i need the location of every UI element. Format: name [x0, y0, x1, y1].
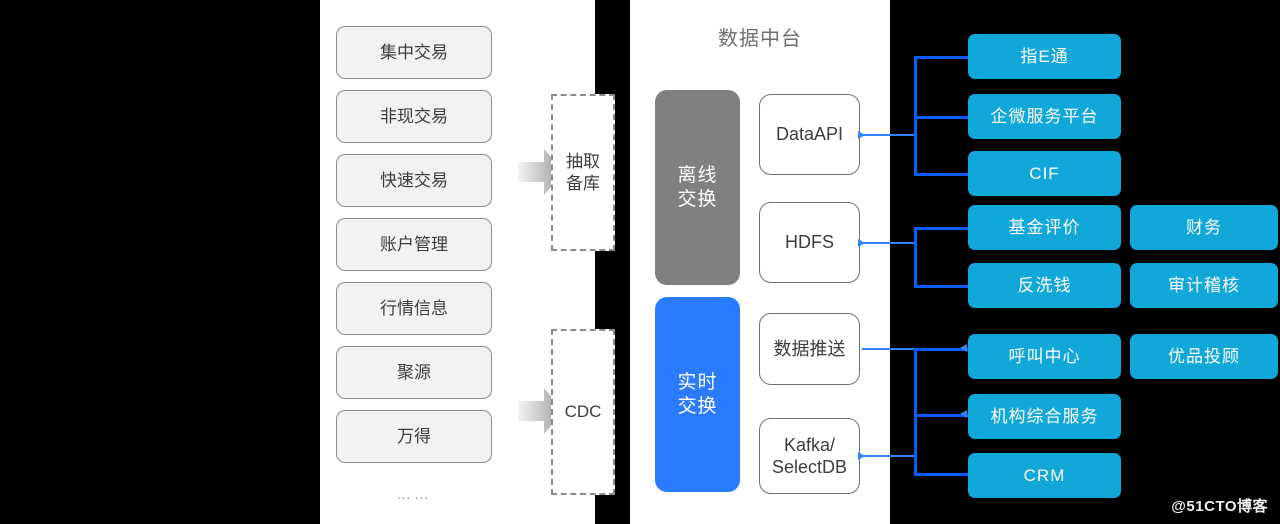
- app-box-finance[interactable]: 财务: [1130, 205, 1278, 250]
- source-box-1[interactable]: 集中交易: [336, 26, 492, 79]
- connector-feed-kafka: [862, 455, 915, 457]
- app-box-call-center[interactable]: 呼叫中心: [968, 334, 1121, 379]
- app-box-qiwei-service-platform[interactable]: 企微服务平台: [968, 94, 1121, 139]
- connector-feed-data-api: [862, 134, 915, 136]
- connector-branch-aml: [914, 285, 970, 288]
- app-box-cif[interactable]: CIF: [968, 151, 1121, 196]
- component-box-kafka-selectdb[interactable]: Kafka/ SelectDB: [759, 418, 860, 494]
- connector-branch-cif: [914, 173, 970, 176]
- connector-branch-crm: [914, 473, 970, 476]
- connector-arrow-data-api-icon: [858, 131, 865, 139]
- app-label: 审计稽核: [1168, 275, 1240, 295]
- app-box-zhietong[interactable]: 指E通: [968, 34, 1121, 79]
- connector-branch-zhietong: [914, 56, 970, 59]
- connector-bus-hdfs: [914, 227, 917, 287]
- component-label-line1: 数据推送: [773, 338, 846, 359]
- component-box-data-push[interactable]: 数据推送: [759, 313, 860, 385]
- connector-bus-realtime: [914, 348, 917, 476]
- pillar-label-line2: 交换: [677, 395, 718, 417]
- watermark: @51CTO博客: [1171, 498, 1268, 515]
- component-box-data-api[interactable]: DataAPI: [759, 94, 860, 175]
- pillar-label-line2: 交换: [677, 188, 718, 210]
- pillar-realtime-exchange[interactable]: 实时 交换: [655, 297, 740, 492]
- source-label: 行情信息: [380, 298, 448, 318]
- source-box-6[interactable]: 聚源: [336, 346, 492, 399]
- connector-branch-qiwei: [914, 116, 970, 119]
- app-label: 机构综合服务: [990, 406, 1099, 426]
- connector-branch-callcenter: [914, 348, 970, 351]
- component-label-line1: HDFS: [785, 232, 834, 253]
- app-label: 指E通: [1020, 46, 1069, 66]
- source-label: 非现交易: [380, 106, 448, 126]
- pillar-label-line1: 实时: [677, 371, 718, 393]
- component-label-line2: SelectDB: [771, 457, 848, 477]
- connector-feed-hdfs: [862, 242, 915, 244]
- app-box-fund-evaluation[interactable]: 基金评价: [968, 205, 1121, 250]
- app-label: 财务: [1186, 217, 1222, 237]
- source-label: 万得: [397, 426, 431, 446]
- app-box-audit-inspection[interactable]: 审计稽核: [1130, 263, 1278, 308]
- app-label: 反洗钱: [1017, 275, 1072, 295]
- source-box-5[interactable]: 行情信息: [336, 282, 492, 335]
- component-box-hdfs[interactable]: HDFS: [759, 202, 860, 283]
- app-label: 优品投顾: [1168, 346, 1240, 366]
- connector-branch-fund-eval: [914, 227, 970, 230]
- app-label: 企微服务平台: [990, 106, 1099, 126]
- source-ellipsis: ……: [396, 485, 432, 503]
- connector-arrow-institution-icon: [960, 410, 967, 418]
- capture-box-extract-standby-db[interactable]: 抽取 备库: [551, 94, 615, 251]
- source-label: 快速交易: [380, 170, 448, 190]
- pillar-offline-exchange[interactable]: 离线 交换: [655, 90, 740, 285]
- connector-arrow-hdfs-icon: [858, 239, 865, 247]
- source-box-2[interactable]: 非现交易: [336, 90, 492, 143]
- app-box-anti-money-laundering[interactable]: 反洗钱: [968, 263, 1121, 308]
- capture-label-line1: CDC: [564, 402, 602, 422]
- source-box-3[interactable]: 快速交易: [336, 154, 492, 207]
- app-label: CIF: [1029, 163, 1060, 183]
- connector-feed-data-push: [862, 348, 915, 350]
- capture-label-line2: 备库: [566, 173, 600, 193]
- connector-branch-institution: [914, 414, 970, 417]
- component-label-line1: Kafka/: [783, 434, 836, 455]
- capture-label-line1: 抽取: [566, 152, 600, 172]
- app-box-institutional-service[interactable]: 机构综合服务: [968, 394, 1121, 439]
- source-box-7[interactable]: 万得: [336, 410, 492, 463]
- connector-arrow-callcenter-icon: [960, 344, 967, 352]
- source-box-4[interactable]: 账户管理: [336, 218, 492, 271]
- app-label: 基金评价: [1008, 217, 1081, 237]
- app-box-crm[interactable]: CRM: [968, 453, 1121, 498]
- source-label: 集中交易: [380, 42, 448, 62]
- pillar-label-line1: 离线: [677, 164, 718, 186]
- app-label: CRM: [1023, 465, 1066, 485]
- capture-box-cdc[interactable]: CDC: [551, 329, 615, 495]
- platform-title: 数据中台: [718, 28, 802, 50]
- source-label: 账户管理: [380, 234, 448, 254]
- source-label: 聚源: [397, 362, 431, 382]
- connector-arrow-kafka-icon: [858, 452, 865, 460]
- app-label: 呼叫中心: [1008, 346, 1081, 366]
- component-label-line1: DataAPI: [775, 124, 844, 145]
- app-box-youpin-advisory[interactable]: 优品投顾: [1130, 334, 1278, 379]
